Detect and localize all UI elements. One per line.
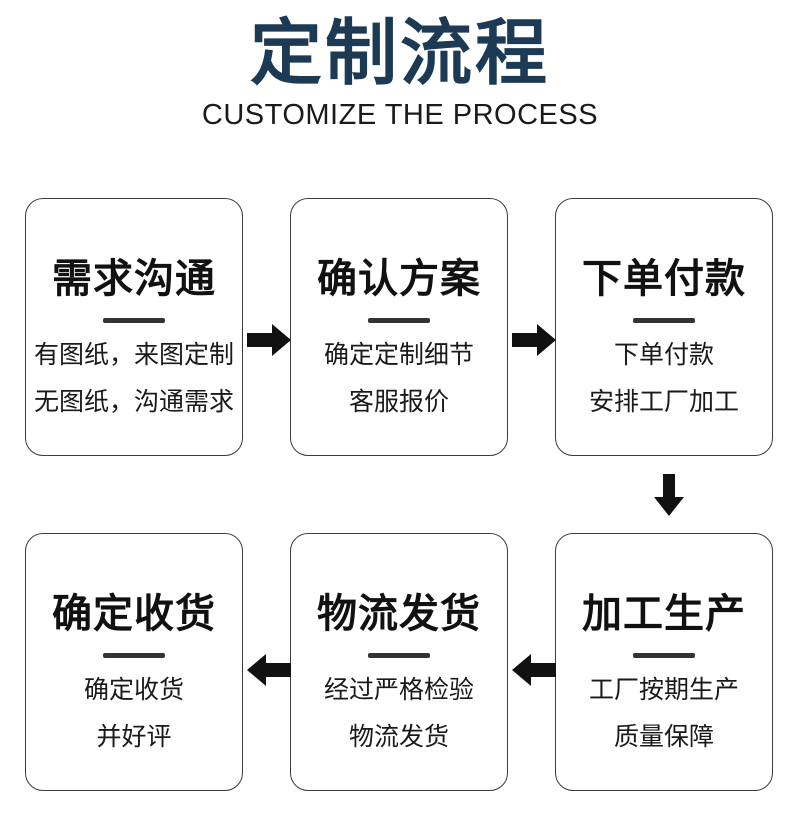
step-line: 并好评	[96, 723, 172, 751]
step-card-5-logistics: 物流发货 经过严格检验 物流发货	[290, 533, 508, 791]
step-title: 物流发货	[317, 592, 481, 636]
step-card-6-receipt: 确定收货 确定收货 并好评	[25, 533, 243, 791]
step-title: 确定收货	[52, 592, 216, 636]
step-line: 工厂按期生产	[588, 676, 739, 704]
step-title: 下单付款	[582, 257, 746, 301]
step-line: 有图纸，来图定制	[33, 341, 234, 369]
divider	[633, 318, 695, 323]
left-arrow-icon	[247, 654, 291, 686]
step-title: 加工生产	[582, 592, 746, 636]
page-subtitle: CUSTOMIZE THE PROCESS	[201, 98, 599, 131]
step-card-1-requirement: 需求沟通 有图纸，来图定制 无图纸，沟通需求	[25, 198, 243, 456]
step-line: 客服报价	[348, 388, 449, 416]
page-header: 定制流程 CUSTOMIZE THE PROCESS	[0, 0, 800, 132]
step-title: 需求沟通	[52, 257, 216, 301]
step-line: 无图纸，沟通需求	[33, 388, 234, 416]
step-line: 质量保障	[613, 723, 714, 751]
step-title: 确认方案	[317, 257, 481, 301]
page-title: 定制流程	[249, 14, 550, 94]
step-line: 下单付款	[613, 341, 714, 369]
right-arrow-icon	[247, 324, 291, 356]
left-arrow-icon	[512, 654, 556, 686]
divider	[103, 653, 165, 658]
divider	[103, 318, 165, 323]
divider	[368, 653, 430, 658]
divider	[633, 653, 695, 658]
right-arrow-icon	[512, 324, 556, 356]
step-line: 安排工厂加工	[588, 388, 739, 416]
step-card-3-order-payment: 下单付款 下单付款 安排工厂加工	[555, 198, 773, 456]
step-card-4-production: 加工生产 工厂按期生产 质量保障	[555, 533, 773, 791]
step-line: 确定收货	[83, 676, 184, 704]
step-card-2-confirm-plan: 确认方案 确定定制细节 客服报价	[290, 198, 508, 456]
down-arrow-icon	[654, 474, 684, 516]
divider	[368, 318, 430, 323]
step-line: 物流发货	[348, 723, 449, 751]
step-line: 确定定制细节	[323, 341, 474, 369]
step-line: 经过严格检验	[323, 676, 474, 704]
